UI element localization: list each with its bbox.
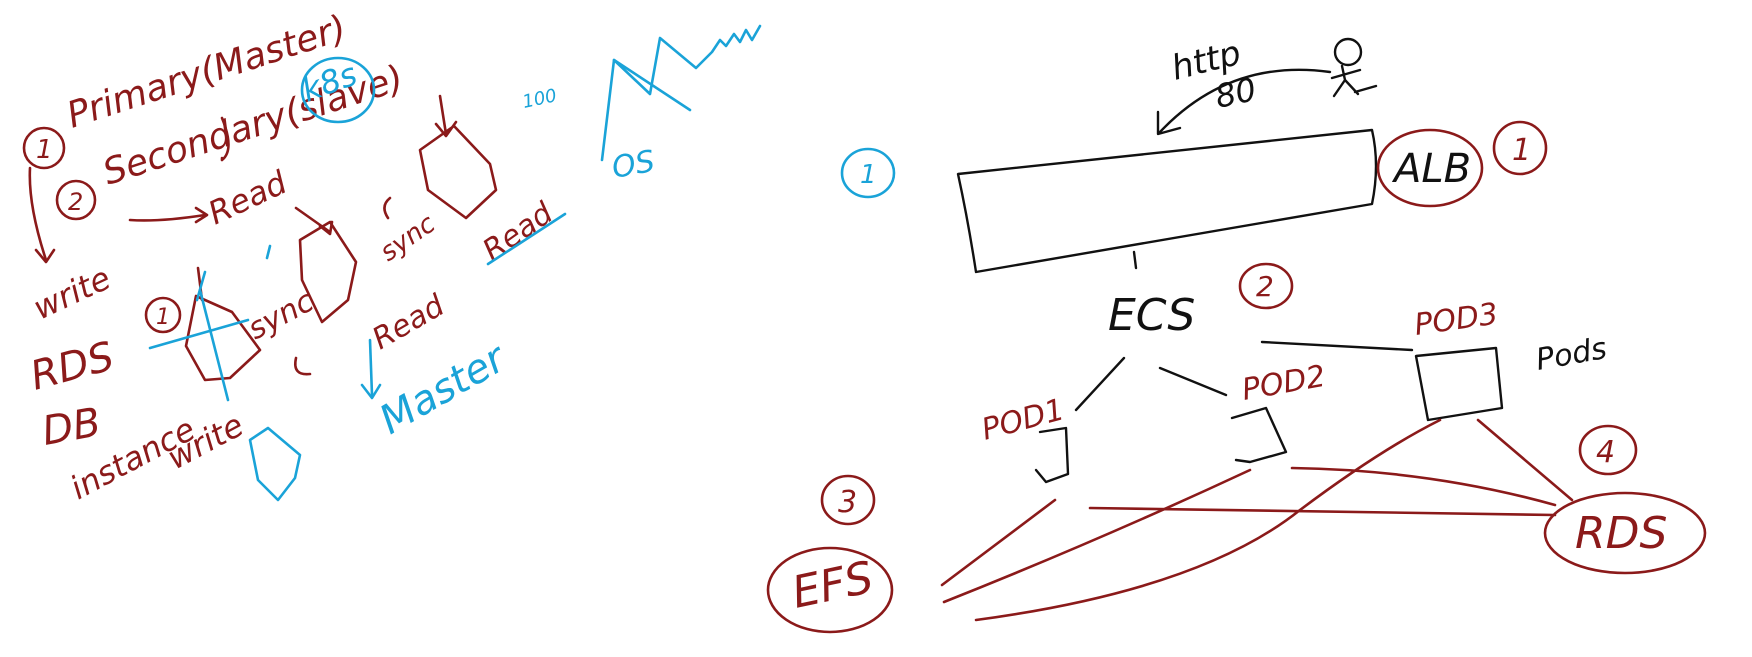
pod3-efs-link	[974, 418, 1442, 622]
ecs-num-circle	[1238, 262, 1294, 310]
pod3-label: POD3	[1412, 297, 1500, 343]
arrow-to-write	[28, 166, 48, 262]
pod1-label: POD1	[978, 392, 1068, 448]
circle-1-left	[22, 126, 66, 170]
cross-out-line-1	[148, 318, 250, 350]
cross-out-line-2	[198, 288, 230, 402]
rds-num-label: 4	[1596, 435, 1615, 470]
read-top-label: Read	[202, 163, 293, 232]
pod1-box	[1034, 426, 1070, 484]
standby-box	[248, 426, 302, 502]
arrow-to-read	[128, 213, 207, 222]
k8s-circle	[300, 56, 376, 124]
rds-label: RDS	[1575, 508, 1667, 559]
pod2-label: POD2	[1239, 359, 1328, 408]
alb-num-circle	[1492, 120, 1548, 176]
pod1-efs-link	[940, 498, 1057, 587]
sync-top-label: sync	[375, 209, 441, 268]
efs-label: EFS	[788, 552, 878, 619]
sync-top-arrow	[383, 196, 392, 220]
pod3-box	[1414, 346, 1504, 422]
pod1-rds-link	[1088, 506, 1557, 517]
port-label: 80	[1212, 70, 1260, 116]
rds-left-label: RDS	[26, 333, 119, 399]
user-icon	[1333, 37, 1363, 67]
ecs-pod2-link	[1158, 366, 1228, 397]
rds-circle	[1543, 491, 1707, 575]
alb-label: ALB	[1391, 146, 1471, 192]
http-arrow	[1158, 68, 1332, 134]
read-right-label: Read	[477, 195, 561, 268]
circle-2-left-label: 2	[68, 188, 83, 216]
read-mid-label: Read	[367, 288, 452, 357]
os-label: OS	[609, 144, 657, 186]
circle-1-left-label: 1	[36, 135, 53, 165]
db-label: DB	[39, 399, 104, 454]
efs-num-circle	[820, 474, 876, 526]
rds-num-circle	[1578, 424, 1638, 476]
sync-mid-arrow	[294, 356, 312, 376]
alb-box	[956, 128, 1378, 274]
pod2-rds-link	[1290, 466, 1557, 507]
master-arrow	[368, 338, 374, 397]
pod2-box	[1230, 406, 1288, 464]
pod3-rds-link	[1476, 418, 1574, 502]
ecs-label: ECS	[1108, 290, 1195, 341]
primary-bracket	[220, 116, 230, 162]
efs-num-label: 3	[838, 485, 857, 520]
alb-ecs-link	[1132, 250, 1138, 270]
pods-label: Pods	[1533, 331, 1609, 378]
circle-1-pod-label: 1	[156, 305, 170, 330]
efs-circle	[766, 546, 894, 634]
circle-1-right	[840, 147, 896, 199]
user-body-icon	[1330, 64, 1378, 98]
primary-instance-box	[184, 294, 262, 382]
write-main-label: write	[27, 259, 116, 327]
circle-1-right-label: 1	[860, 160, 877, 190]
ecs-num-label: 2	[1256, 270, 1274, 303]
label-100: 100	[521, 85, 559, 113]
os-chart-line	[600, 24, 762, 162]
circle-2-left	[55, 179, 97, 221]
ecs-pod1-link	[1074, 356, 1126, 412]
replica-instance-box	[418, 124, 498, 220]
circle-1-pod	[144, 296, 182, 334]
ecs-pod3-link	[1260, 340, 1414, 352]
read-underline	[486, 212, 567, 266]
alb-num-label: 1	[1512, 133, 1531, 168]
alb-circle	[1376, 128, 1484, 208]
pod2-efs-link	[942, 468, 1252, 604]
secondary-instance-box	[298, 220, 358, 324]
